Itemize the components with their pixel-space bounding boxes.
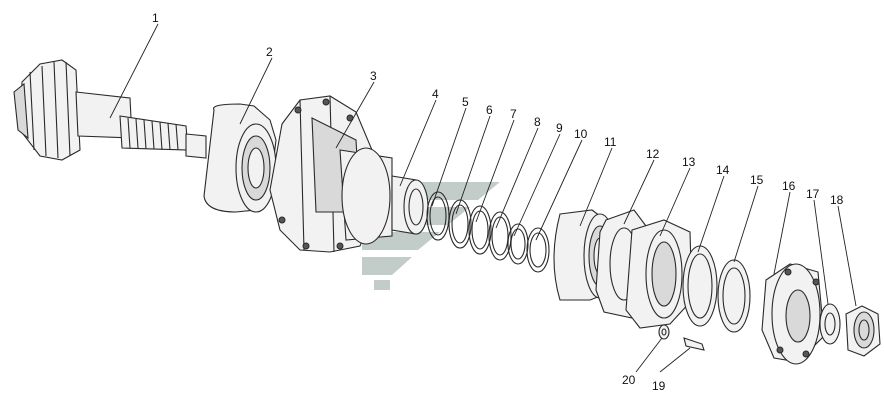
part-13-cover xyxy=(625,219,693,329)
label-part-6: 6 xyxy=(486,103,493,117)
label-part-1: 1 xyxy=(152,11,159,25)
label-part-13: 13 xyxy=(682,155,696,169)
part-4-sleeve xyxy=(391,175,429,235)
part-6-ring xyxy=(448,199,472,249)
label-part-10: 10 xyxy=(574,127,588,141)
part-8-ring xyxy=(488,211,512,261)
label-part-2: 2 xyxy=(266,45,273,59)
label-part-15: 15 xyxy=(750,173,764,187)
part-19-pin xyxy=(683,337,705,351)
part-14-seal xyxy=(682,245,718,327)
part-1-pinion-shaft xyxy=(13,59,207,161)
label-part-11: 11 xyxy=(604,135,617,149)
label-part-9: 9 xyxy=(556,121,563,135)
part-10-washer xyxy=(526,227,550,273)
leader-lines xyxy=(109,23,857,373)
part-18-nut xyxy=(845,305,881,357)
label-part-5: 5 xyxy=(462,95,469,109)
part-16-flange xyxy=(761,263,825,365)
label-part-12: 12 xyxy=(646,147,660,161)
part-5-ring xyxy=(426,191,450,241)
label-part-16: 16 xyxy=(782,179,796,193)
label-part-3: 3 xyxy=(370,69,377,83)
label-part-4: 4 xyxy=(432,87,439,101)
part-7-ring xyxy=(468,205,492,255)
part-2-bearing xyxy=(203,103,277,213)
part-9-washer xyxy=(507,223,529,265)
part-17-washer xyxy=(819,303,841,345)
part-labels: 1 2 3 4 5 6 7 8 9 10 11 12 13 14 15 16 1… xyxy=(152,11,844,393)
label-part-17: 17 xyxy=(806,187,820,201)
label-part-18: 18 xyxy=(830,193,844,207)
part-20-small-washer xyxy=(658,324,670,340)
label-part-20: 20 xyxy=(622,373,636,387)
label-part-8: 8 xyxy=(534,115,541,129)
part-3-housing xyxy=(269,95,393,253)
label-part-19: 19 xyxy=(652,379,666,393)
label-part-14: 14 xyxy=(716,163,730,177)
part-15-seal xyxy=(717,259,751,333)
label-part-7: 7 xyxy=(510,107,517,121)
